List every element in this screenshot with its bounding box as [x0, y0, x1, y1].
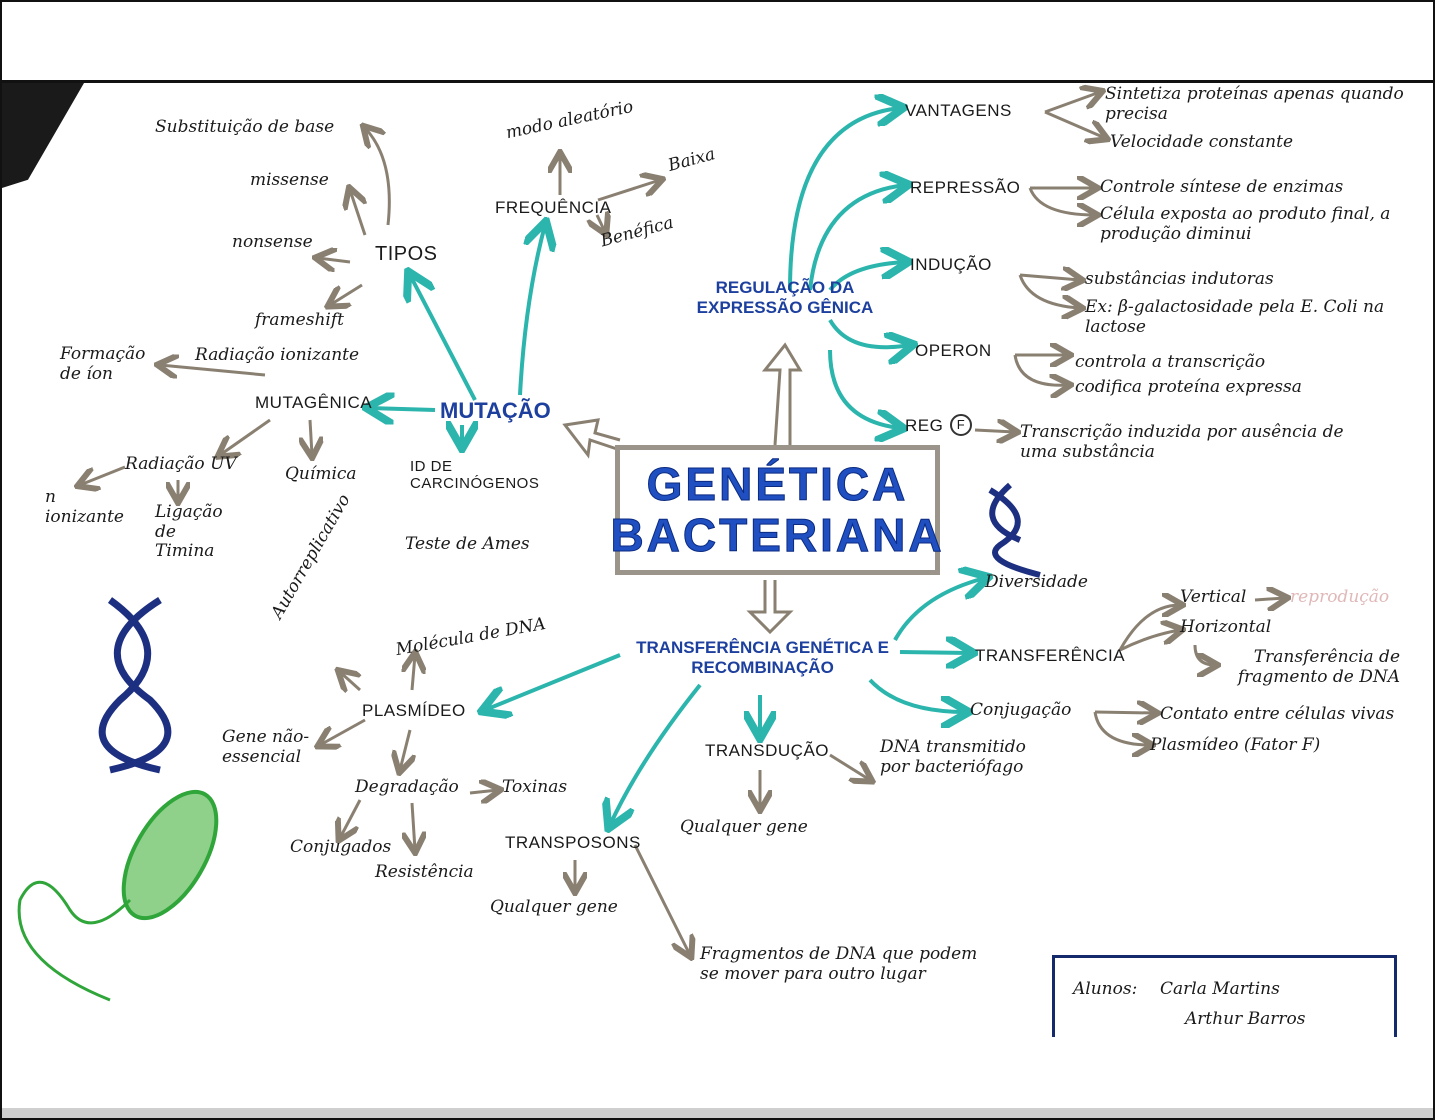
detail-label: Controle síntese de enzimas: [1100, 177, 1344, 197]
detail-label: Velocidade constante: [1110, 132, 1294, 152]
detail-label: Vertical: [1180, 587, 1247, 607]
mind-map: Substituição de base missense nonsense T…: [0, 83, 1435, 1108]
diversidade-node: Diversidade: [985, 572, 1088, 592]
detail-label: Plasmídeo (Fator F): [1150, 735, 1321, 755]
detail-label: Qualquer gene: [490, 897, 618, 917]
detail-label: Horizontal: [1180, 617, 1272, 637]
quimica-label: Química: [285, 464, 357, 484]
repressao-node: REPRESSÃO: [910, 178, 1021, 197]
mutacao-node: MUTAÇÃO: [440, 398, 551, 423]
student-name: Arthur Barros: [1185, 1009, 1306, 1029]
inducao-node: INDUÇÃO: [910, 255, 992, 274]
formacao-ion-label: Formação de íon: [60, 344, 146, 384]
students-box: Alunos: Carla Martins Arthur Barros: [1052, 955, 1397, 1037]
detail-label: DNA transmitido por bacteriófago: [880, 737, 1026, 777]
detail-label: substâncias indutoras: [1085, 269, 1274, 289]
nao-ionizante-label: n ionizante: [45, 487, 124, 527]
detail-label: Autorreplicativo: [267, 490, 355, 623]
operon-node: OPERON: [915, 341, 992, 360]
subtype-label: nonsense: [232, 232, 313, 252]
hollow-arrows: [562, 342, 803, 635]
radiacao-uv-label: Radiação UV: [125, 454, 237, 474]
mutagenica-node: MUTAGÊNICA: [255, 393, 373, 412]
plasmideo-node: PLASMÍDEO: [362, 701, 466, 720]
detail-label: Degradação: [355, 777, 459, 797]
detail-label: Resistência: [375, 862, 474, 882]
radiacao-ionizante-label: Radiação ionizante: [195, 345, 360, 365]
detail-label: Sintetiza proteínas apenas quando precis…: [1105, 84, 1404, 124]
dna-helix-icon: [98, 482, 1041, 774]
central-topic-box: GENÉTICA BACTERIANA: [610, 445, 942, 575]
detail-label: Célula exposta ao produto final, a produ…: [1100, 204, 1391, 244]
detail-label: Fragmentos de DNA que podem se mover par…: [700, 944, 978, 984]
fator-badge: F: [950, 414, 972, 436]
teste-ames-label: Teste de Ames: [405, 534, 530, 554]
detail-label: reprodução: [1290, 587, 1390, 607]
frequency-label: Baixa: [666, 144, 718, 176]
carcinogenos-label: ID DE CARCINÓGENOS: [410, 458, 540, 493]
frequency-label: modo aleatório: [504, 96, 636, 144]
detail-label: Transferência de fragmento de DNA: [1237, 647, 1400, 687]
subtype-label: missense: [250, 170, 329, 190]
bacterium-icon: [17, 789, 219, 1002]
detail-label: controla a transcrição: [1075, 352, 1266, 372]
detail-label: Gene não-essencial: [222, 727, 310, 767]
bottom-edge: [0, 1108, 1435, 1120]
vantagens-node: VANTAGENS: [905, 101, 1012, 120]
frequencia-node: FREQUÊNCIA: [495, 198, 612, 217]
subtype-label: frameshift: [255, 310, 344, 330]
detail-label: Qualquer gene: [680, 817, 808, 837]
transposons-node: TRANSPOSONS: [505, 833, 641, 852]
top-margin: [0, 0, 1435, 83]
conjugacao-node: Conjugação: [970, 700, 1072, 720]
subtype-label: Substituição de base: [155, 117, 335, 137]
detail-label: Transcrição induzida por ausência de uma…: [1020, 422, 1344, 462]
transducao-node: TRANSDUÇÃO: [705, 741, 830, 760]
detail-label: Molécula de DNA: [394, 613, 548, 661]
detail-label: Toxinas: [502, 777, 568, 797]
central-title-line1: GENÉTICA: [646, 458, 909, 511]
detail-label: Contato entre células vivas: [1160, 704, 1395, 724]
detail-label: Ex: β-galactosidade pela E. Coli na lact…: [1085, 297, 1385, 337]
students-label: Alunos:: [1073, 979, 1138, 999]
central-title-line2: BACTERIANA: [610, 509, 945, 561]
ligacao-timina-label: Ligação de Timina: [155, 502, 223, 562]
reg-node: REG: [905, 416, 944, 435]
student-name: Carla Martins: [1160, 979, 1280, 999]
transf-node: TRANSFERÊNCIA: [975, 646, 1126, 665]
transferencia-node: TRANSFERÊNCIA GENÉTICA E RECOMBINAÇÃO: [636, 638, 889, 677]
detail-label: codifica proteína expressa: [1075, 377, 1302, 397]
gray-arrows: [80, 92, 1285, 955]
teal-arrows: [370, 108, 985, 825]
detail-label: Conjugados: [290, 837, 392, 857]
tipos-node: TIPOS: [375, 243, 438, 265]
frequency-label: Benéfica: [598, 212, 676, 252]
regulacao-node: REGULAÇÃO DA EXPRESSÃO GÊNICA: [696, 278, 874, 317]
